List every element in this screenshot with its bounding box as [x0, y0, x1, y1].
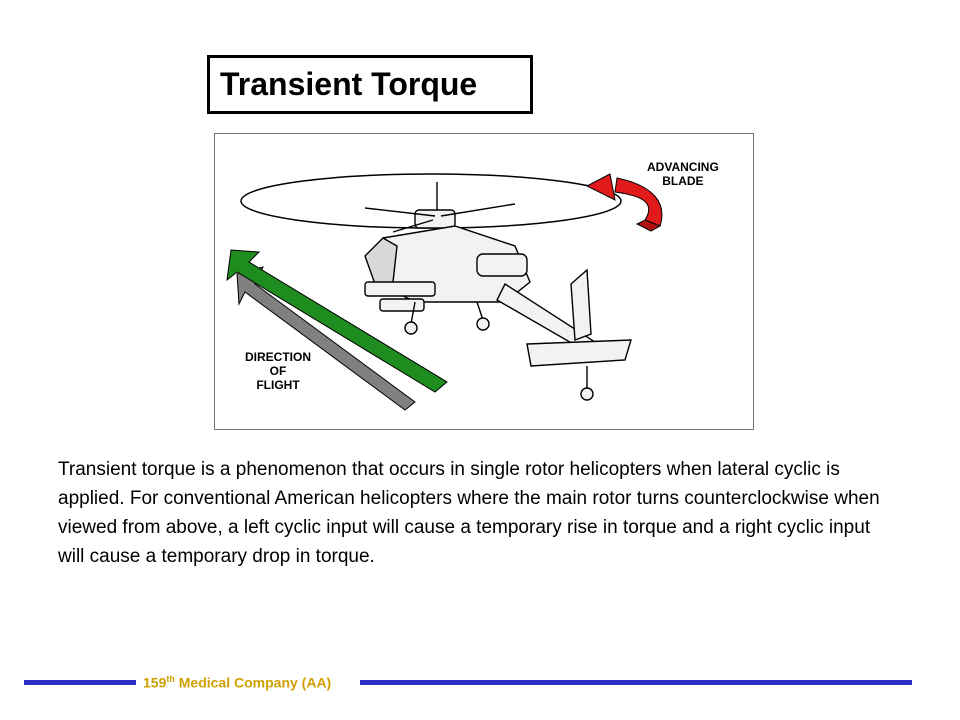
- advancing-label-line1: ADVANCING: [647, 160, 719, 174]
- advancing-label-line2: BLADE: [662, 174, 704, 188]
- footer-rule-left: [24, 680, 136, 685]
- advancing-blade-label: ADVANCING BLADE: [647, 160, 719, 188]
- title-box: Transient Torque: [207, 55, 533, 114]
- footer-org: 159th Medical Company (AA): [143, 674, 331, 691]
- body-paragraph: Transient torque is a phenomenon that oc…: [58, 459, 880, 567]
- slide-title: Transient Torque: [220, 66, 478, 102]
- helicopter-figure: ADVANCING BLADE DIRECTION OF FLIGHT: [214, 133, 754, 430]
- footer-org-ordinal: th: [166, 674, 175, 684]
- direction-label-line2: OF: [269, 364, 287, 378]
- direction-label-line3: FLIGHT: [256, 378, 300, 392]
- footer-org-name: Medical Company (AA): [174, 674, 332, 691]
- direction-arrow-icon: [226, 249, 448, 411]
- footer-org-number: 159: [143, 674, 167, 691]
- footer-rule-right: [360, 680, 912, 685]
- helicopter-illustration: [226, 173, 663, 411]
- direction-label-line1: DIRECTION: [245, 350, 311, 364]
- direction-of-flight-label: DIRECTION OF FLIGHT: [245, 350, 311, 392]
- rotation-arrow-icon: [585, 173, 663, 232]
